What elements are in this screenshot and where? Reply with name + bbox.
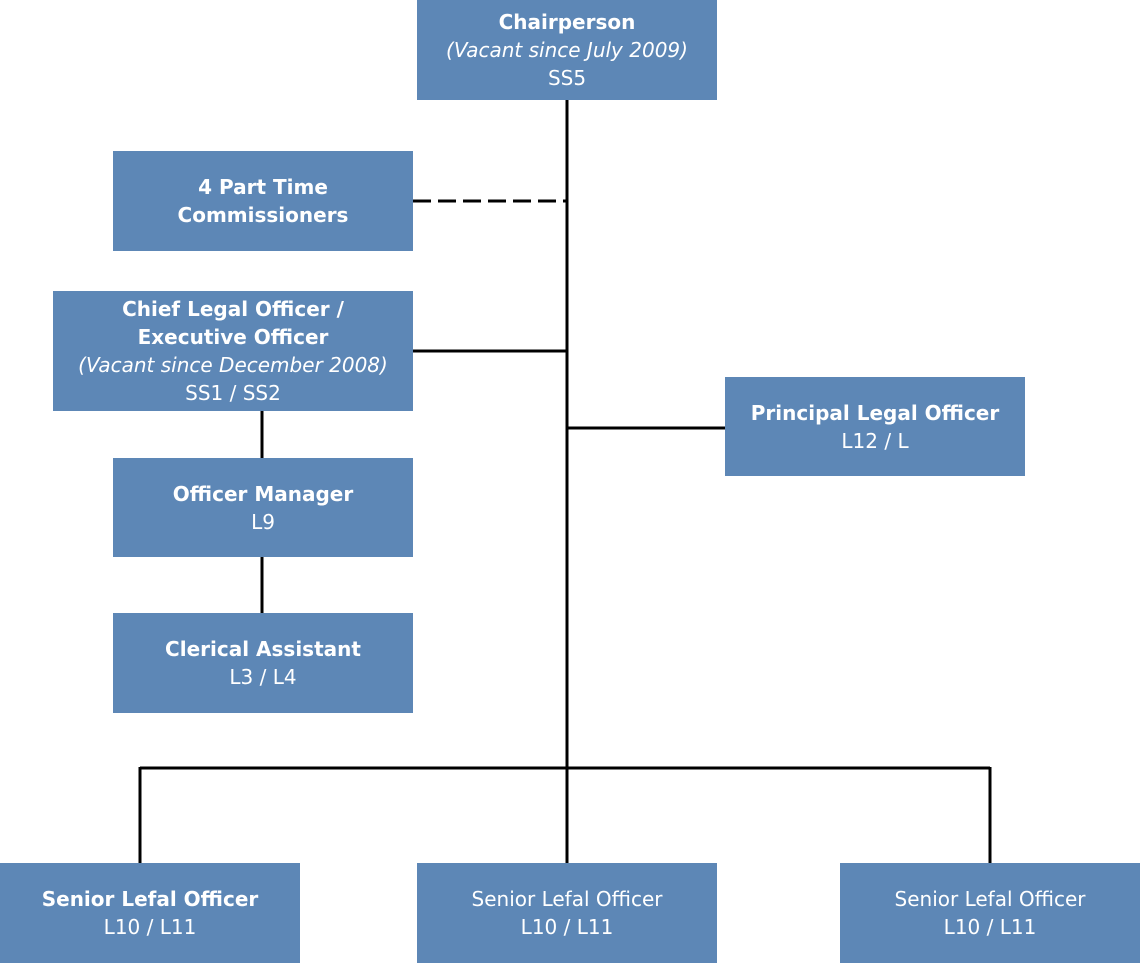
senior-2-grade: L10 / L11 <box>520 915 614 939</box>
chairperson-title: Chairperson <box>498 10 636 34</box>
chief-legal-line2: Executive Officer <box>137 325 329 349</box>
clerical-assistant-box: Clerical Assistant L3 / L4 <box>113 613 413 713</box>
senior-legal-officer-2-box: Senior Lefal Officer L10 / L11 <box>417 863 717 963</box>
chief-legal-officer-box: Chief Legal Officer / Executive Officer … <box>53 291 413 411</box>
principal-legal-title: Principal Legal Officer <box>750 400 1000 425</box>
senior-1-grade: L10 / L11 <box>103 915 197 939</box>
officer-manager-grade: L9 <box>251 509 275 534</box>
senior-3-title: Senior Lefal Officer <box>894 887 1086 911</box>
commissioners-line2: Commissioners <box>177 203 349 227</box>
chairperson-note: (Vacant since July 2009) <box>446 38 688 62</box>
commissioners-line1: 4 Part Time <box>198 175 328 199</box>
senior-2-title: Senior Lefal Officer <box>471 887 663 911</box>
chairperson-box: Chairperson (Vacant since July 2009) SS5 <box>417 0 717 100</box>
chairperson-grade: SS5 <box>547 66 587 90</box>
senior-3-grade: L10 / L11 <box>943 915 1037 939</box>
clerical-grade: L3 / L4 <box>229 665 297 689</box>
principal-legal-officer-box: Principal Legal Officer L12 / L <box>725 377 1025 476</box>
senior-legal-officer-3-box: Senior Lefal Officer L10 / L11 <box>840 863 1140 963</box>
chief-legal-line1: Chief Legal Officer / <box>122 297 344 321</box>
principal-legal-grade: L12 / L <box>841 428 909 453</box>
commissioners-box: 4 Part Time Commissioners <box>113 151 413 251</box>
officer-manager-title: Officer Manager <box>172 481 354 506</box>
senior-legal-officer-1-box: Senior Lefal Officer L10 / L11 <box>0 863 300 963</box>
senior-1-title: Senior Lefal Officer <box>41 887 259 911</box>
chief-legal-grade: SS1 / SS2 <box>185 381 281 405</box>
chief-legal-note: (Vacant since December 2008) <box>78 353 388 377</box>
clerical-title: Clerical Assistant <box>165 637 361 661</box>
officer-manager-box: Officer Manager L9 <box>113 458 413 557</box>
